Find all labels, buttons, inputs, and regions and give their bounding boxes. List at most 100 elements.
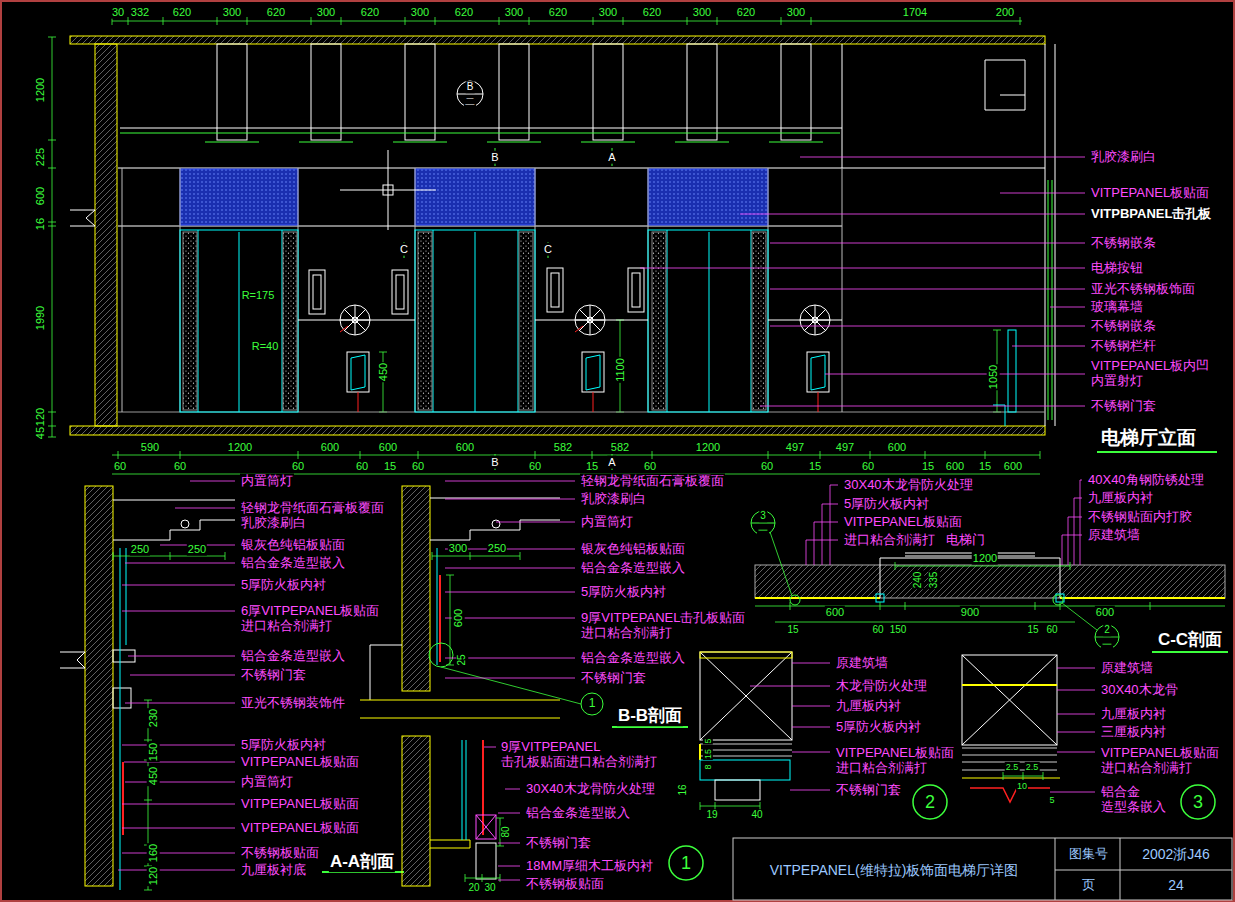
- dimension-text: 497: [835, 441, 855, 454]
- dimension-text: 2.5: [1005, 762, 1020, 772]
- elevation-part: [340, 326, 818, 412]
- detail-2-part: [700, 652, 792, 740]
- dimension-text: 250: [187, 543, 207, 556]
- callout-text: 铝合金条造型嵌入: [240, 649, 346, 664]
- dimension-text: 1990: [34, 305, 47, 331]
- dimension-text: 150: [147, 742, 160, 762]
- callout-text: 电梯门: [945, 533, 986, 548]
- elevation-part: [648, 169, 768, 225]
- detail-2-part: [913, 785, 947, 819]
- section-c-c-part: [770, 532, 792, 596]
- elevation-part-part: [112, 21, 1022, 22]
- section-mark: A: [607, 456, 616, 469]
- section-a-a-part: [85, 486, 113, 886]
- elevation-part-part: [379, 320, 1001, 412]
- elevation-part: [652, 232, 666, 410]
- dimension-text: 250: [130, 543, 150, 556]
- elevation-part-part: [405, 44, 435, 140]
- callout-text: 40X40角钢防锈处理: [1087, 473, 1205, 488]
- dimension-text: 10: [1016, 781, 1028, 791]
- elevation-part-part: [217, 44, 247, 140]
- dimension-text: 40: [750, 809, 763, 821]
- dimension-text: 19: [705, 809, 718, 821]
- dimension-text: 120: [34, 407, 47, 427]
- dimension-text: 15: [1026, 624, 1039, 636]
- dimension-text: 45: [34, 426, 47, 440]
- elevation-part-part: [800, 305, 830, 335]
- dimension-text: 30: [483, 882, 496, 894]
- elevation-part-part: [309, 270, 325, 314]
- elevation-part: [70, 426, 1045, 435]
- dimension-text: 600: [320, 441, 340, 454]
- dimension-text: 200: [995, 6, 1015, 19]
- dimension-text: 225: [34, 147, 47, 167]
- dimension-text: 450: [377, 362, 390, 382]
- dimension-text: 300: [316, 6, 336, 19]
- callout-text: 9厚VITPEPANEL 击孔板贴面进口粘合剂满打: [500, 740, 658, 770]
- detail-2-part: [699, 744, 701, 760]
- section-mark: C: [399, 243, 409, 256]
- elevation-part-part: [120, 133, 840, 142]
- elevation-part-part: [993, 405, 1005, 426]
- callout-text: 30X40木龙骨: [1100, 683, 1179, 698]
- section-b-b-part: [437, 548, 438, 665]
- elevation-part-part: [551, 273, 559, 307]
- elevation-part-part: [298, 320, 842, 321]
- callout-text: 银灰色纯铝板贴面: [580, 542, 686, 557]
- detail-3-part: [962, 684, 1057, 686]
- callout-text: 不锈钢栏杆: [1090, 339, 1157, 354]
- section-mark: C: [543, 243, 553, 256]
- view-title: B-B剖面: [617, 706, 683, 726]
- section-b-b-part: [432, 552, 520, 665]
- elevation: [48, 17, 1217, 474]
- callout-text: 九厘板衬底: [240, 863, 307, 878]
- view-title: 电梯厅立面: [1100, 427, 1197, 449]
- dimension-text: 15: [786, 624, 799, 636]
- dimension-text: 60: [760, 460, 774, 473]
- callout-text: 30X40木龙骨防火处理: [843, 478, 974, 493]
- dimension-text: 230: [147, 708, 160, 728]
- dimension-text: 600: [34, 186, 47, 206]
- section-c-c-part-part: [876, 594, 884, 602]
- elevation-part: [95, 44, 117, 426]
- dimension-text: 900: [960, 606, 980, 619]
- detail-3-part: [1181, 785, 1215, 819]
- section-b-b-part-part: [492, 520, 500, 528]
- dimension-text: 250: [487, 542, 507, 555]
- section-b-b-part: [370, 498, 560, 700]
- callout-text: 九厘板内衬: [1100, 707, 1167, 722]
- callout-text: 轻钢龙骨纸面石膏板覆面: [580, 474, 725, 489]
- elevation-part-part: [575, 305, 605, 335]
- elevation-part: [351, 330, 1016, 426]
- elevation-part: [404, 148, 612, 470]
- dimension-text: 590: [140, 441, 160, 454]
- elevation-part-part: [499, 44, 529, 140]
- section-b-b: [360, 481, 688, 727]
- dimension-text: 300: [222, 6, 242, 19]
- section-c-c-part: [755, 597, 1225, 599]
- dimension-text: 300: [692, 6, 712, 19]
- callout-text: VITPEPANEL板贴面: [240, 821, 360, 836]
- detail-3-part: [962, 655, 1057, 745]
- elevation-part-part: [404, 148, 612, 470]
- callout-text: 电梯按钮: [1090, 261, 1144, 276]
- elevation-part-part: [311, 44, 341, 140]
- elevation-part: [183, 232, 197, 410]
- dimension-text: 15: [978, 460, 992, 473]
- elevation-part-part: [807, 352, 829, 392]
- elevation-part-part: [52, 37, 53, 437]
- dimension-text: 150: [889, 624, 908, 636]
- dimension-text: 30: [111, 6, 125, 19]
- section-c-c-part: [880, 553, 1060, 598]
- dimension-text: 1200: [227, 441, 253, 454]
- dimension-text: 1704: [902, 6, 928, 19]
- title-block: [733, 838, 1232, 900]
- callout-text: 不锈钢门套: [580, 671, 647, 686]
- title-block-cell: 24: [1167, 877, 1185, 893]
- elevation-part-part: [340, 150, 436, 230]
- callout-text: 轻钢龙骨纸面石膏板覆面 乳胶漆刷白: [240, 501, 385, 531]
- callout-text: 不锈钢贴面内打胶: [1087, 510, 1193, 525]
- elevation-part: [180, 169, 298, 225]
- section-b-b-part: [612, 726, 688, 728]
